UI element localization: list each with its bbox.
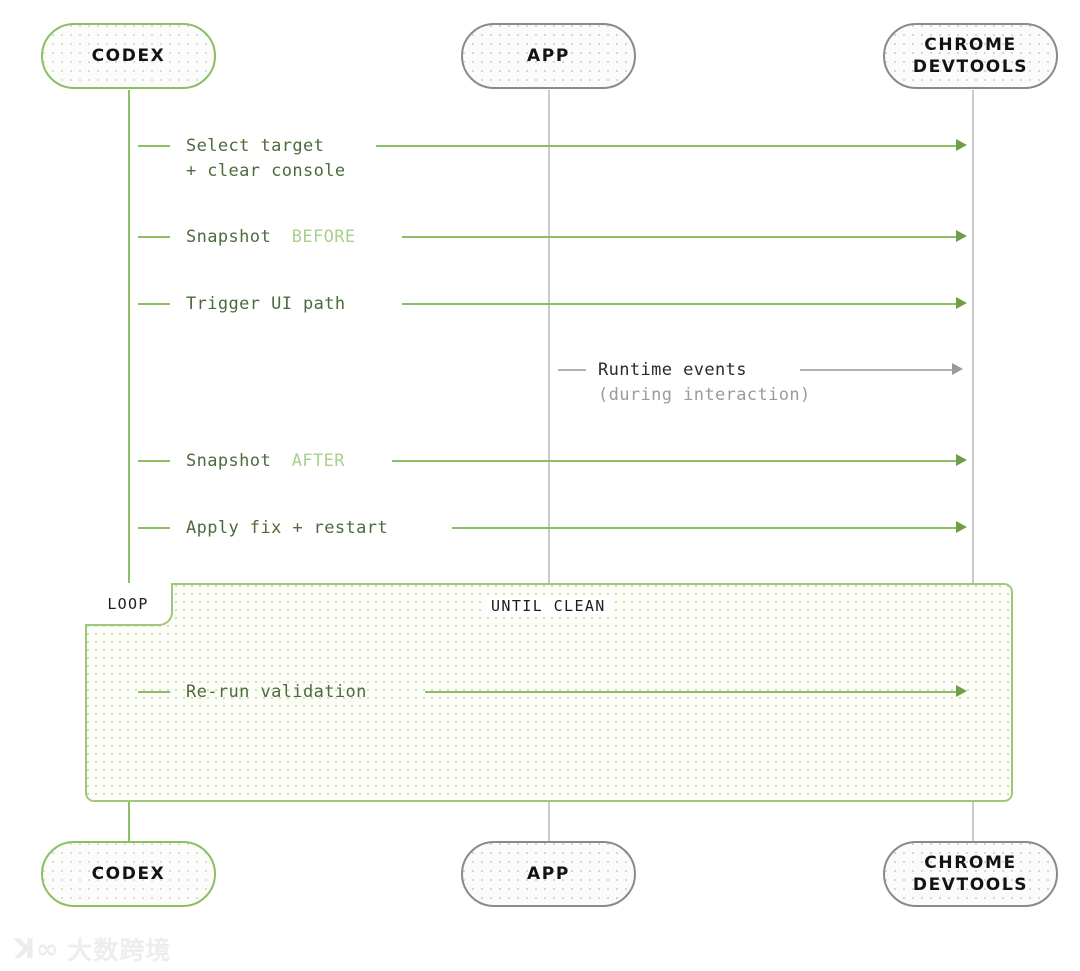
participant-devtools-bottom-line1: CHROME <box>924 853 1017 873</box>
message-snapshot-before-stub <box>138 236 170 238</box>
message-select-target-stub <box>138 145 170 147</box>
message-select-target-subtext: + clear console <box>186 161 346 181</box>
message-snapshot-after-text: Snapshot <box>186 451 272 471</box>
loop-condition: UNTIL CLEAN <box>484 595 613 617</box>
message-re-run-validation-stub <box>138 691 170 693</box>
lifeline-devtools <box>972 90 974 842</box>
message-snapshot-after-arrowhead <box>956 454 967 466</box>
participant-devtools-top[interactable]: CHROME DEVTOOLS <box>883 23 1058 89</box>
message-trigger-ui-path-stub <box>138 303 170 305</box>
participant-devtools-top-line2: DEVTOOLS <box>912 57 1029 77</box>
loop-condition-label: UNTIL CLEAN <box>491 597 606 615</box>
message-re-run-validation-label: Re-run validation <box>186 680 367 705</box>
message-trigger-ui-path-label: Trigger UI path <box>186 292 346 317</box>
message-snapshot-before-arrowhead <box>956 230 967 242</box>
message-runtime-events-line <box>800 369 955 371</box>
loop-tag: LOOP <box>85 583 173 626</box>
message-snapshot-after-label: Snapshot AFTER <box>186 449 345 474</box>
message-apply-fix-restart-text: Apply fix + restart <box>186 518 389 538</box>
message-apply-fix-restart-line <box>452 527 961 529</box>
participant-devtools-top-line1: CHROME <box>924 35 1017 55</box>
message-select-target-label: Select target + clear console <box>186 134 346 184</box>
lifeline-app <box>548 90 550 842</box>
participant-devtools-bottom[interactable]: CHROME DEVTOOLS <box>883 841 1058 907</box>
message-snapshot-after-stub <box>138 460 170 462</box>
message-snapshot-after-line <box>392 460 961 462</box>
watermark-text: 大数跨境 <box>67 936 172 965</box>
participant-app-bottom[interactable]: APP <box>461 841 636 907</box>
message-snapshot-before-line <box>402 236 961 238</box>
participant-app-top[interactable]: APP <box>461 23 636 89</box>
message-snapshot-before-label: Snapshot BEFORE <box>186 225 356 250</box>
message-select-target-arrowhead <box>956 139 967 151</box>
participant-codex-top-line1: CODEX <box>91 46 166 66</box>
loop-tag-label: LOOP <box>107 594 149 613</box>
lifeline-codex <box>128 90 130 842</box>
message-apply-fix-restart-stub <box>138 527 170 529</box>
participant-devtools-bottom-line2: DEVTOOLS <box>912 875 1029 895</box>
message-re-run-validation-line <box>425 691 961 693</box>
message-apply-fix-restart-label: Apply fix + restart <box>186 516 388 541</box>
message-trigger-ui-path-text: Trigger UI path <box>186 294 346 314</box>
participant-app-bottom-line1: APP <box>527 864 570 884</box>
message-re-run-validation-arrowhead <box>956 685 967 697</box>
message-runtime-events-text: Runtime events <box>598 360 747 380</box>
message-runtime-events-arrowhead <box>952 363 963 375</box>
participant-codex-bottom[interactable]: CODEX <box>41 841 216 907</box>
participant-codex-bottom-line1: CODEX <box>91 864 166 884</box>
watermark-logo-icon: ꓘ∞ <box>14 933 60 965</box>
message-snapshot-after-accent: AFTER <box>291 451 345 471</box>
participant-app-top-line1: APP <box>527 46 570 66</box>
message-select-target-line <box>376 145 961 147</box>
message-trigger-ui-path-line <box>402 303 961 305</box>
message-snapshot-before-accent: BEFORE <box>291 227 356 247</box>
message-select-target-text: Select target <box>186 136 325 156</box>
watermark: ꓘ∞ 大数跨境 <box>14 931 171 967</box>
participant-codex-top[interactable]: CODEX <box>41 23 216 89</box>
message-apply-fix-restart-arrowhead <box>956 521 967 533</box>
message-snapshot-before-text: Snapshot <box>186 227 272 247</box>
message-runtime-events-subtext: (during interaction) <box>598 385 811 405</box>
message-runtime-events-stub <box>558 369 586 371</box>
message-runtime-events-label: Runtime events (during interaction) <box>598 358 811 408</box>
message-trigger-ui-path-arrowhead <box>956 297 967 309</box>
message-re-run-validation-text: Re-run validation <box>186 682 367 702</box>
